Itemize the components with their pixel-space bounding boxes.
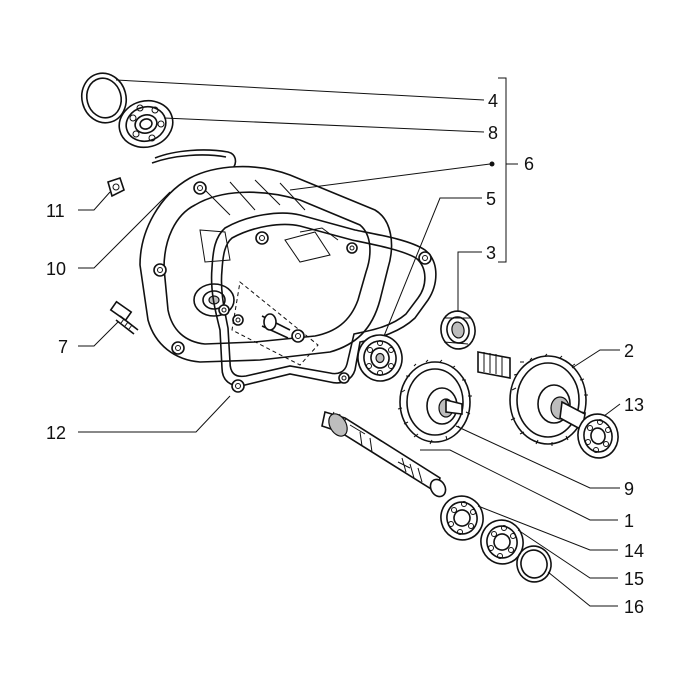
snap-ring-16 — [516, 545, 552, 583]
callout-3: 3 — [486, 243, 496, 263]
callout-2: 2 — [624, 341, 634, 361]
bearing-15 — [480, 519, 524, 565]
bearing-14 — [440, 495, 484, 541]
callout-9: 9 — [624, 479, 634, 499]
callout-13: 13 — [624, 395, 644, 415]
clip-11 — [107, 176, 125, 198]
callout-5: 5 — [486, 189, 496, 209]
callout-1: 1 — [624, 511, 634, 531]
callout-4: 4 — [488, 91, 498, 111]
callout-15: 15 — [624, 569, 644, 589]
callout-8: 8 — [488, 123, 498, 143]
callout-10: 10 — [46, 259, 66, 279]
transmission-housing — [139, 165, 393, 363]
gear-shaft-2 — [477, 351, 588, 446]
bearing-8 — [118, 99, 174, 149]
snap-ring-4 — [80, 72, 128, 124]
callout-labels: 4 8 6 5 3 2 13 9 1 14 15 16 11 10 7 12 — [46, 91, 644, 617]
callout-7: 7 — [58, 337, 68, 357]
callout-16: 16 — [624, 597, 644, 617]
gasket-12 — [210, 212, 437, 393]
intermediate-gear-9 — [397, 359, 472, 445]
callout-12: 12 — [46, 423, 66, 443]
screw-7 — [109, 300, 139, 335]
main-shaft-1 — [321, 410, 447, 498]
bearing-13 — [577, 413, 619, 459]
breather-tube-10 — [151, 149, 237, 171]
callout-14: 14 — [624, 541, 644, 561]
callout-6: 6 — [524, 154, 534, 174]
bearing-5 — [357, 334, 403, 382]
oil-seal-3 — [440, 310, 476, 350]
leader-lines — [78, 77, 621, 607]
callout-11: 11 — [46, 201, 65, 221]
leader-dot-6 — [489, 161, 495, 167]
